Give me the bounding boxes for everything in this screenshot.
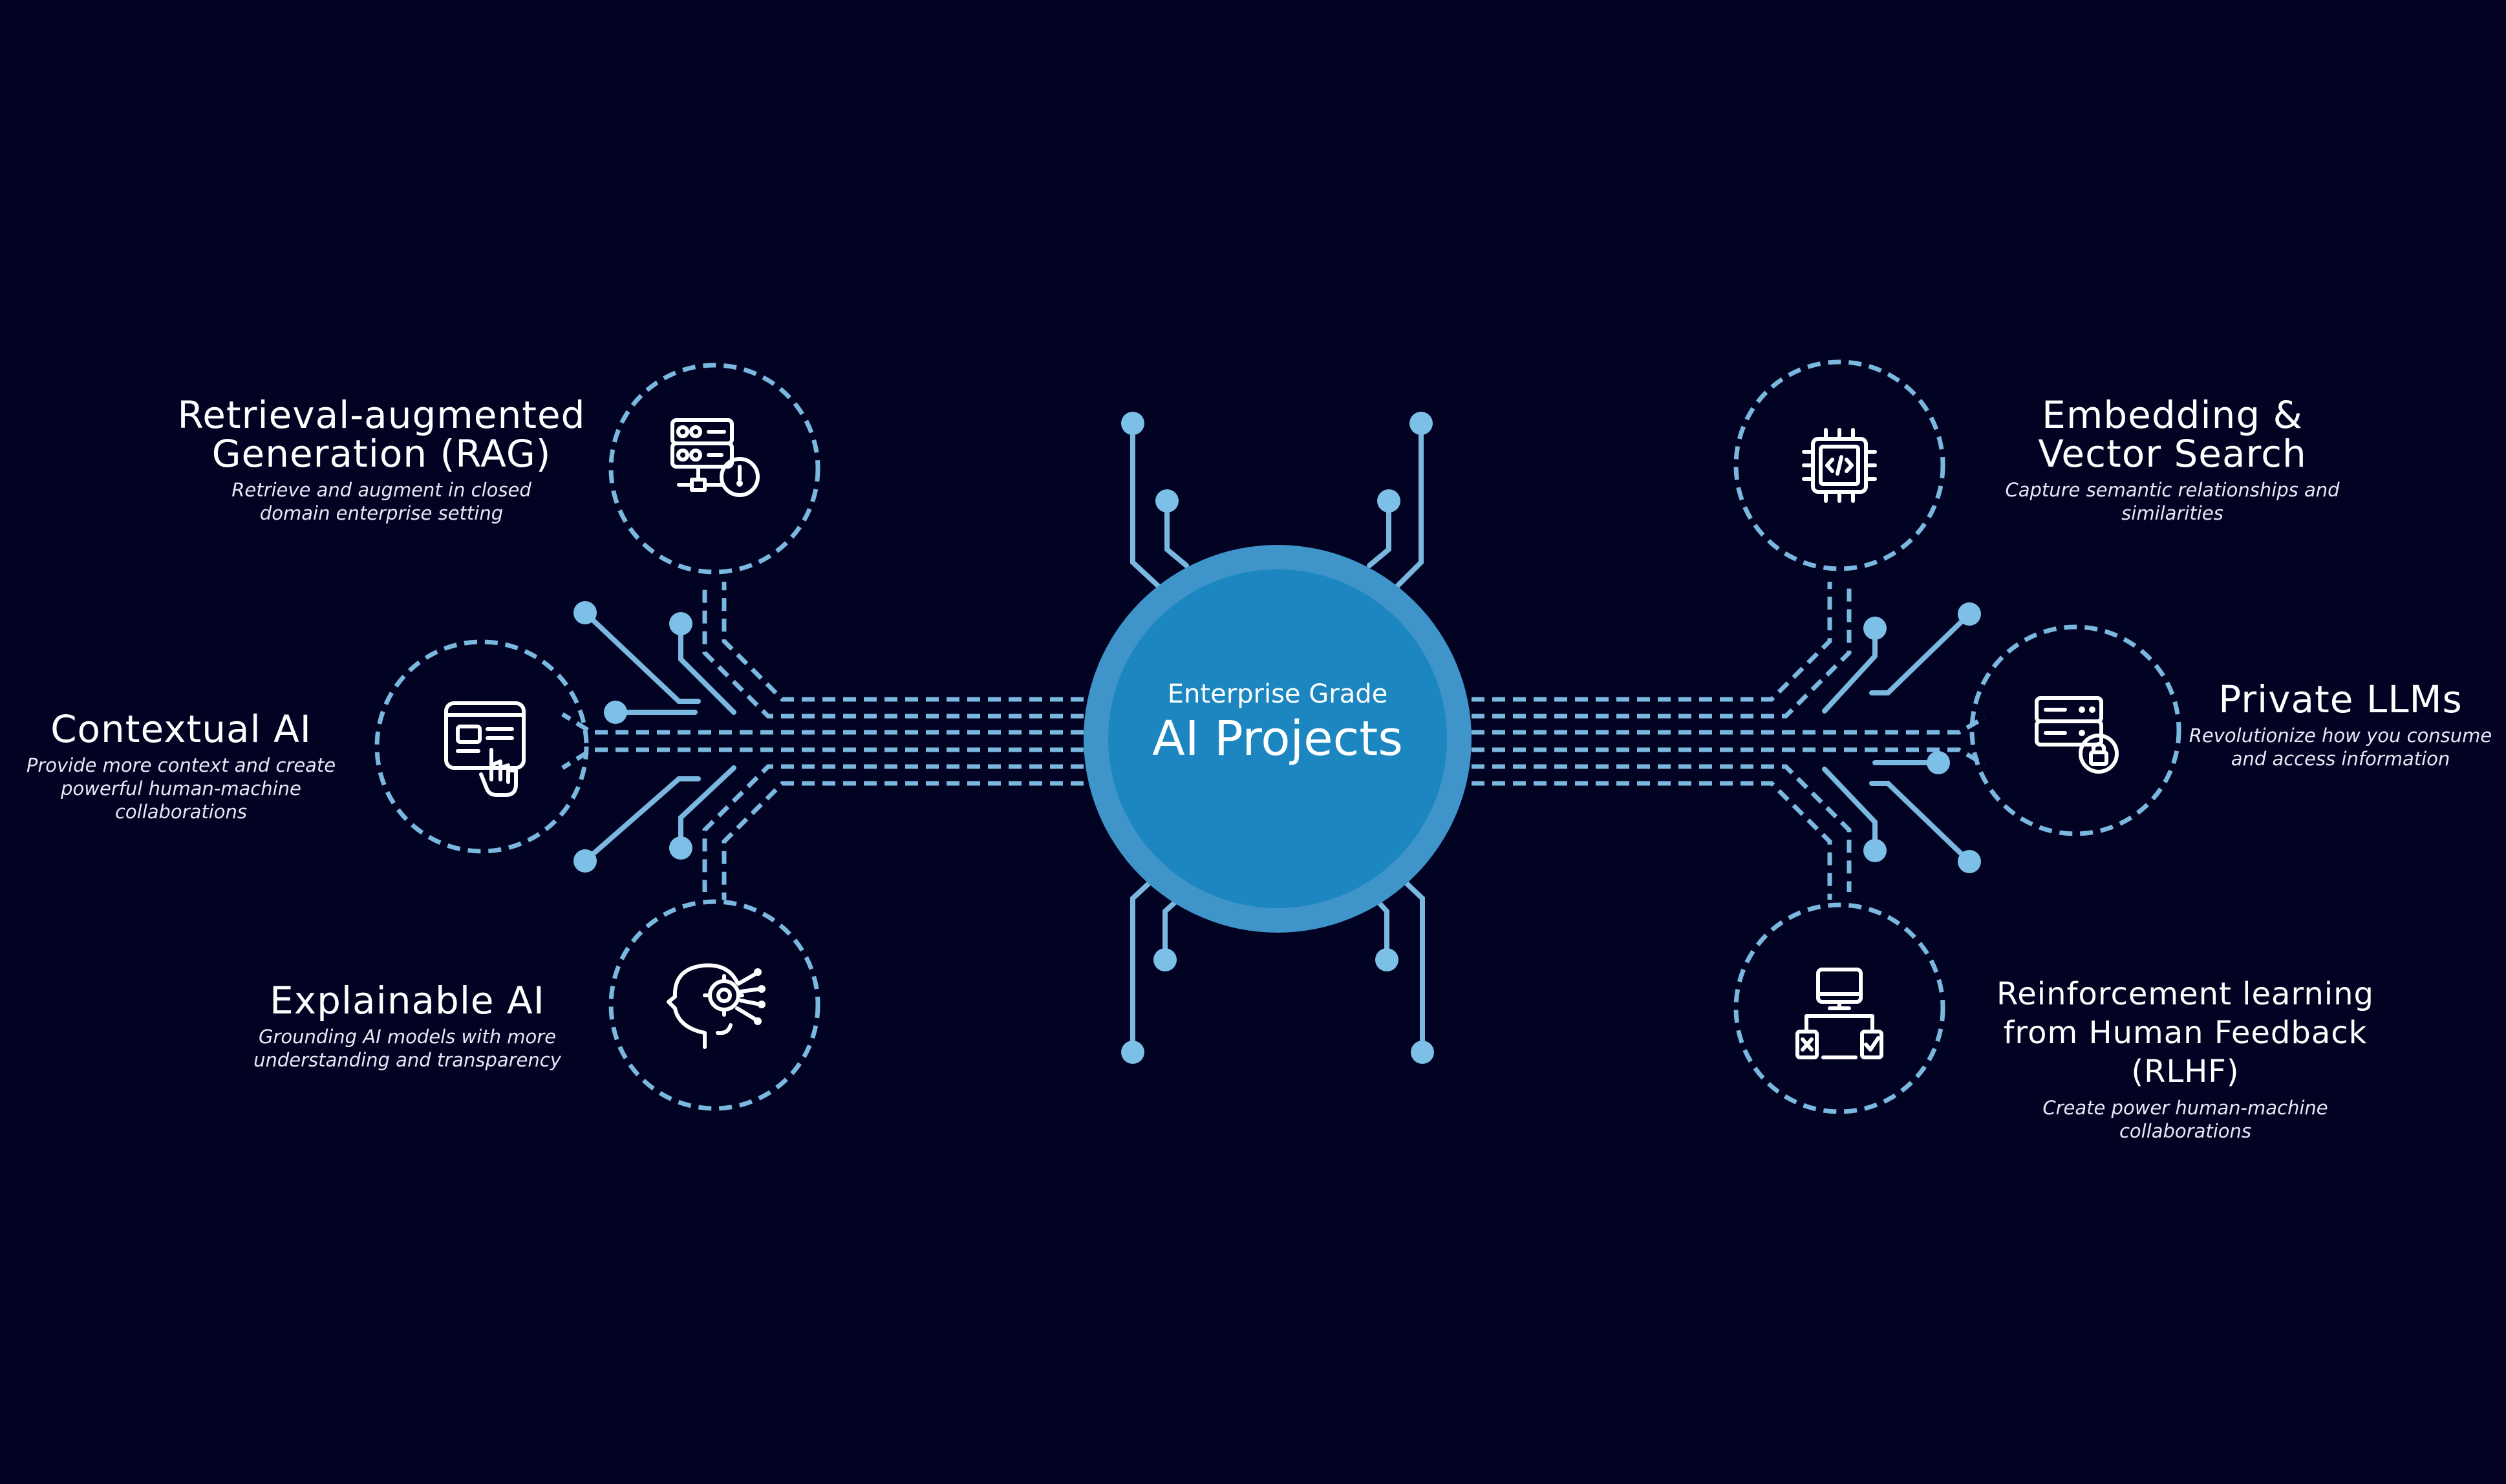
explainable-label: Explainable AI Grounding AI models with … xyxy=(207,981,608,1072)
embedding-node-ring xyxy=(1733,359,1945,571)
contextual-node-ring xyxy=(374,639,589,854)
left-node-dot xyxy=(573,601,597,624)
left-node-dot xyxy=(669,836,692,860)
top-trace-1 xyxy=(1130,421,1163,591)
center-node-dot xyxy=(1153,948,1177,971)
embedding-label: Embedding & Vector Search Capture semant… xyxy=(1965,396,2379,525)
left-node-dot xyxy=(669,612,692,635)
head-gear-icon xyxy=(667,963,766,1049)
center-node-dot xyxy=(1121,1041,1144,1064)
left-trace-a xyxy=(583,610,701,704)
private-node-ring xyxy=(1969,624,2181,836)
right-trace-d xyxy=(1869,781,1972,864)
rag-title-line-1: Retrieval-augmented xyxy=(177,393,586,437)
code-chip-icon xyxy=(1802,428,1877,503)
contextual-desc-line-2: powerful human-machine xyxy=(61,778,301,800)
contextual-label: Contextual AI Provide more context and c… xyxy=(6,710,356,823)
left-bus-line-6 xyxy=(722,781,1084,900)
private-desc-line-2: and access information xyxy=(2231,748,2450,770)
rag-label: Retrieval-augmented Generation (RAG) Ret… xyxy=(129,396,634,525)
left-trace-b xyxy=(678,621,736,715)
touch-screen-icon xyxy=(444,701,526,797)
right-trace-a xyxy=(1869,611,1972,695)
left-node-dot xyxy=(604,701,627,724)
hub-subtitle: Enterprise Grade xyxy=(1167,679,1388,709)
embedding-desc-line-1: Capture semantic relationships and xyxy=(2005,479,2340,501)
rag-desc-line-1: Retrieve and augment in closed xyxy=(231,479,531,501)
left-bus-line-5 xyxy=(702,764,1084,892)
center-node-dot xyxy=(1409,412,1433,435)
right-node-dot xyxy=(1958,850,1981,873)
right-node-dot xyxy=(1927,751,1950,774)
right-bus-line-6 xyxy=(1472,781,1832,900)
right-bus-line-2 xyxy=(1472,588,1852,719)
right-circuit-traces xyxy=(1822,602,1981,873)
left-bus-line-1 xyxy=(722,582,1084,702)
center-node-dot xyxy=(1155,489,1179,513)
right-bus-line-5 xyxy=(1472,764,1852,892)
left-node-dot xyxy=(573,849,597,873)
rlhf-title-line-1: Reinforcement learning xyxy=(1997,976,2374,1012)
private-desc-line-1: Revolutionize how you consume xyxy=(2189,725,2492,747)
rag-desc-line-2: domain enterprise setting xyxy=(259,502,504,524)
top-trace-4 xyxy=(1367,498,1391,568)
contextual-title: Contextual AI xyxy=(50,707,312,751)
left-circuit-traces xyxy=(573,601,736,873)
left-trace-d xyxy=(583,776,701,864)
explainable-node-ring xyxy=(608,899,820,1111)
rag-title-line-2: Generation (RAG) xyxy=(211,432,552,476)
rlhf-node-ring xyxy=(1733,902,1945,1114)
embedding-title-line-2: Vector Search xyxy=(2038,432,2307,476)
hub-label: Enterprise Grade AI Projects xyxy=(1084,679,1472,768)
left-bus-line-2 xyxy=(702,588,1084,719)
explainable-desc-line-1: Grounding AI models with more xyxy=(258,1026,557,1048)
right-node-dot xyxy=(1958,602,1981,626)
private-label: Private LLMs Revolutionize how you consu… xyxy=(2179,680,2502,770)
explainable-desc-line-2: understanding and transparency xyxy=(253,1049,561,1071)
top-trace-2 xyxy=(1164,498,1189,568)
center-node-dot xyxy=(1375,948,1398,971)
private-title: Private LLMs xyxy=(2218,677,2463,721)
server-gauge-icon xyxy=(670,418,760,497)
rlhf-desc-line-1: Create power human-machine xyxy=(2042,1097,2328,1119)
right-node-dot xyxy=(1863,839,1887,862)
server-lock-icon xyxy=(2035,696,2119,774)
rlhf-title-line-2: from Human Feedback (RLHF) xyxy=(2003,1015,2368,1090)
rag-node-ring xyxy=(608,363,820,575)
contextual-desc-line-1: Provide more context and create xyxy=(26,754,336,776)
top-trace-3 xyxy=(1393,421,1424,591)
right-dashed-bus xyxy=(1472,582,1986,900)
contextual-desc-line-3: collaborations xyxy=(114,801,248,823)
explainable-title: Explainable AI xyxy=(270,979,545,1023)
center-node-dot xyxy=(1411,1041,1434,1064)
rlhf-desc-line-2: collaborations xyxy=(2119,1120,2252,1142)
computer-feedback-icon xyxy=(1795,968,1883,1059)
right-bus-line-1 xyxy=(1472,582,1832,702)
right-bus-line-3 xyxy=(1472,715,1986,735)
center-node-dot xyxy=(1377,489,1400,513)
left-dashed-bus xyxy=(561,582,1084,900)
hub-inner-disc xyxy=(1108,569,1447,908)
bottom-trace-3 xyxy=(1393,870,1425,1055)
embedding-title-line-1: Embedding & xyxy=(2042,393,2303,437)
rlhf-label: Reinforcement learning from Human Feedba… xyxy=(1946,975,2425,1143)
right-node-dot xyxy=(1863,617,1887,640)
center-node-dot xyxy=(1121,412,1144,435)
hub-title: AI Projects xyxy=(1152,711,1403,767)
embedding-desc-line-2: similarities xyxy=(2121,502,2223,524)
